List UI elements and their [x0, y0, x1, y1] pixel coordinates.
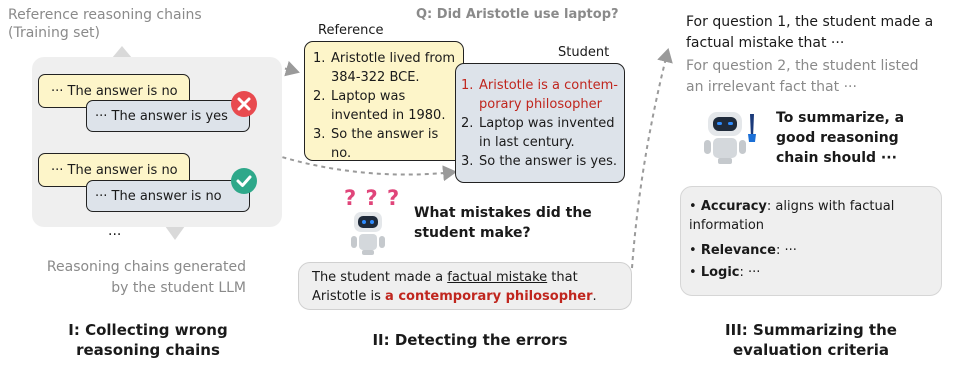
reference-step: 3.So the answer is no. [313, 127, 439, 161]
cross-circle-icon [231, 91, 257, 117]
question-marks: ? ? ? [344, 186, 401, 210]
student-chain-box: 1.Aristotle is a contem-porary philosoph… [455, 63, 625, 183]
mistake-answer-box: The student made a factual mistake that … [298, 262, 632, 310]
robot-icon [351, 212, 385, 255]
up-arrow [112, 46, 132, 58]
criterion-logic: • Logic: ··· [689, 265, 761, 280]
summary-heading: To summarize, a good reasoning chain sho… [776, 110, 905, 166]
student-step-error: 1.Aristotle is a contem-porary philosoph… [461, 78, 618, 112]
robot-writer-icon [704, 112, 756, 164]
reference-label: Reference [318, 23, 384, 38]
question-title: Q: Did Aristotle use laptop? [416, 7, 619, 22]
criterion-relevance: • Relevance: ··· [689, 243, 797, 258]
question1-summary: For question 1, the student made a factu… [686, 14, 934, 51]
mistake-question: What mistakes did the student make? [414, 205, 592, 241]
answer-line1: The student made a factual mistake that [312, 270, 578, 285]
student-step: 3.So the answer is yes. [461, 154, 618, 169]
more-chains-ellipsis: ··· [108, 227, 122, 243]
student-steps: 1.Aristotle is a contem-porary philosoph… [459, 76, 620, 171]
student-label: Student [558, 45, 610, 60]
dashed-arrow-to-summary [631, 48, 673, 269]
question2-summary: For question 2, the student listed an ir… [686, 58, 919, 95]
student-chain-card-wrong: ··· The answer is yes [86, 100, 250, 132]
student-chains-label: Reasoning chains generated by the studen… [46, 259, 246, 296]
panel3-caption: III: Summarizing the evaluation criteria [725, 321, 897, 359]
panel2-caption: II: Detecting the errors [372, 331, 568, 349]
down-arrow [165, 226, 185, 240]
check-circle-icon [231, 168, 257, 194]
dashed-arrow-to-student [214, 131, 457, 182]
answer-line2: Aristotle is a contemporary philosopher. [312, 289, 597, 304]
panel1-caption: I: Collecting wrong reasoning chains [68, 321, 228, 359]
reference-chains-label: Reference reasoning chains (Training set… [8, 7, 202, 41]
student-chain-card-correct: ··· The answer is no [86, 180, 250, 212]
